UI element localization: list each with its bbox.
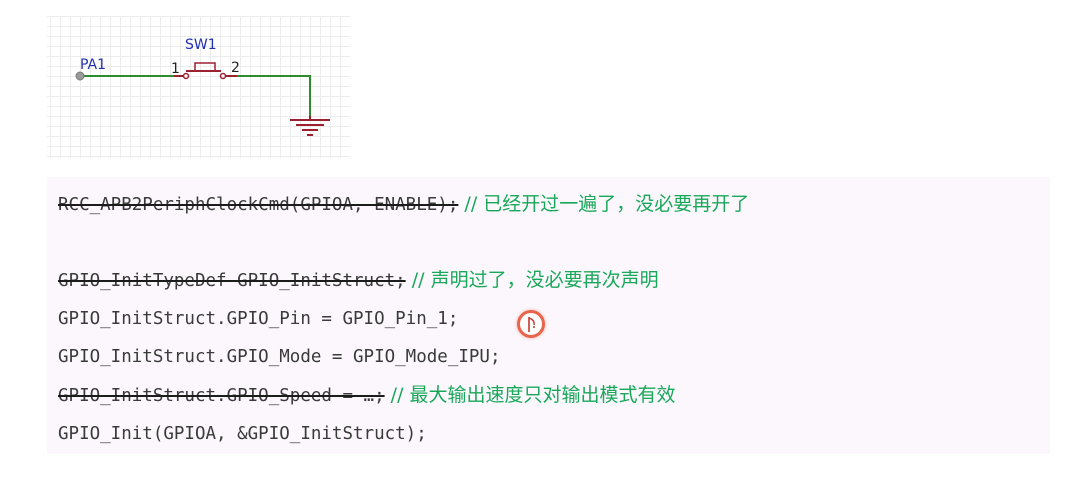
switch-pin2-contact	[219, 72, 227, 80]
pin2-label: 2	[231, 60, 240, 76]
ground-icon	[290, 116, 330, 136]
code-comment: // 最大输出速度只对输出模式有效	[384, 384, 676, 406]
pa1-terminal-dot	[75, 71, 85, 81]
code-comment: // 已经开过一遍了，没必要再开了	[458, 193, 750, 215]
component-ref-sw1: SW1	[185, 37, 217, 53]
wire-ground	[237, 75, 311, 116]
code-line-1: RCC_APB2PeriphClockCmd(GPIOA, ENABLE); /…	[58, 192, 749, 216]
code-text: GPIO_InitStruct.GPIO_Mode = GPIO_Mode_IP…	[58, 347, 501, 367]
pin1-label: 1	[171, 61, 180, 77]
pen-cursor-icon	[517, 310, 545, 338]
code-line-6: GPIO_Init(GPIOA, &GPIO_InitStruct);	[58, 422, 427, 446]
code-text: GPIO_InitStruct.GPIO_Speed = …;	[58, 386, 385, 406]
code-text: GPIO_InitStruct.GPIO_Pin = GPIO_Pin_1;	[58, 309, 459, 329]
code-block: RCC_APB2PeriphClockCmd(GPIOA, ENABLE); /…	[47, 177, 1050, 454]
code-line-4: GPIO_InitStruct.GPIO_Mode = GPIO_Mode_IP…	[58, 345, 501, 369]
code-text: GPIO_InitTypeDef GPIO_InitStruct;	[58, 271, 406, 291]
code-text: RCC_APB2PeriphClockCmd(GPIOA, ENABLE);	[58, 195, 459, 215]
switch-button	[194, 62, 216, 72]
circuit-schematic: PA1 SW1 1 2	[47, 16, 350, 158]
code-line-5: GPIO_InitStruct.GPIO_Speed = …; // 最大输出速…	[58, 383, 676, 407]
code-text: GPIO_Init(GPIOA, &GPIO_InitStruct);	[58, 424, 427, 444]
switch-pin1-contact	[182, 72, 190, 80]
code-line-2: GPIO_InitTypeDef GPIO_InitStruct; // 声明过…	[58, 268, 659, 292]
code-comment: // 声明过了，没必要再次声明	[405, 269, 659, 291]
net-label-pa1: PA1	[80, 57, 107, 73]
code-line-3: GPIO_InitStruct.GPIO_Pin = GPIO_Pin_1;	[58, 307, 458, 331]
schematic-drawing	[75, 62, 330, 136]
